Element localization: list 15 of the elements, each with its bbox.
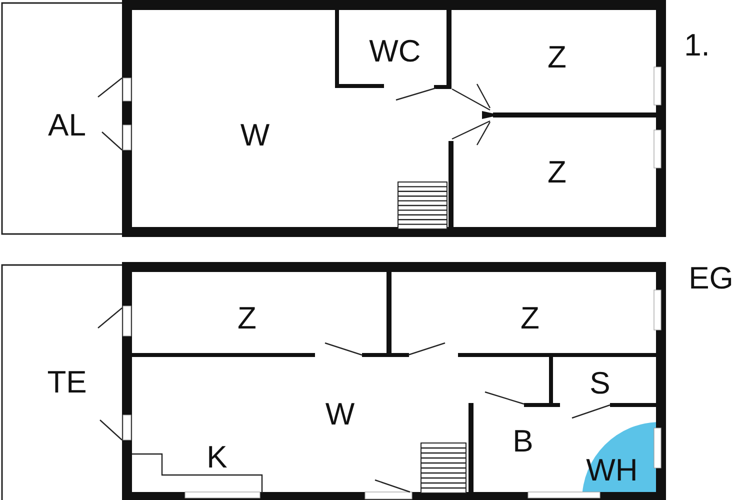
- room-label: Z: [548, 156, 566, 188]
- room-label: B: [512, 426, 534, 456]
- room-label: TE: [47, 366, 87, 398]
- room-label: K: [206, 442, 228, 472]
- room-label: W: [325, 398, 355, 430]
- room-label: Z: [238, 302, 256, 334]
- room-label: AL: [48, 110, 86, 140]
- room-label: Z: [548, 42, 566, 72]
- room-label: Z: [520, 302, 540, 334]
- floor-label: 1.: [684, 30, 710, 60]
- room-label: S: [590, 368, 610, 398]
- room-label: WC: [369, 36, 421, 66]
- room-label: W: [240, 120, 270, 150]
- floor-label: EG: [688, 262, 734, 294]
- room-label: WH: [586, 454, 638, 486]
